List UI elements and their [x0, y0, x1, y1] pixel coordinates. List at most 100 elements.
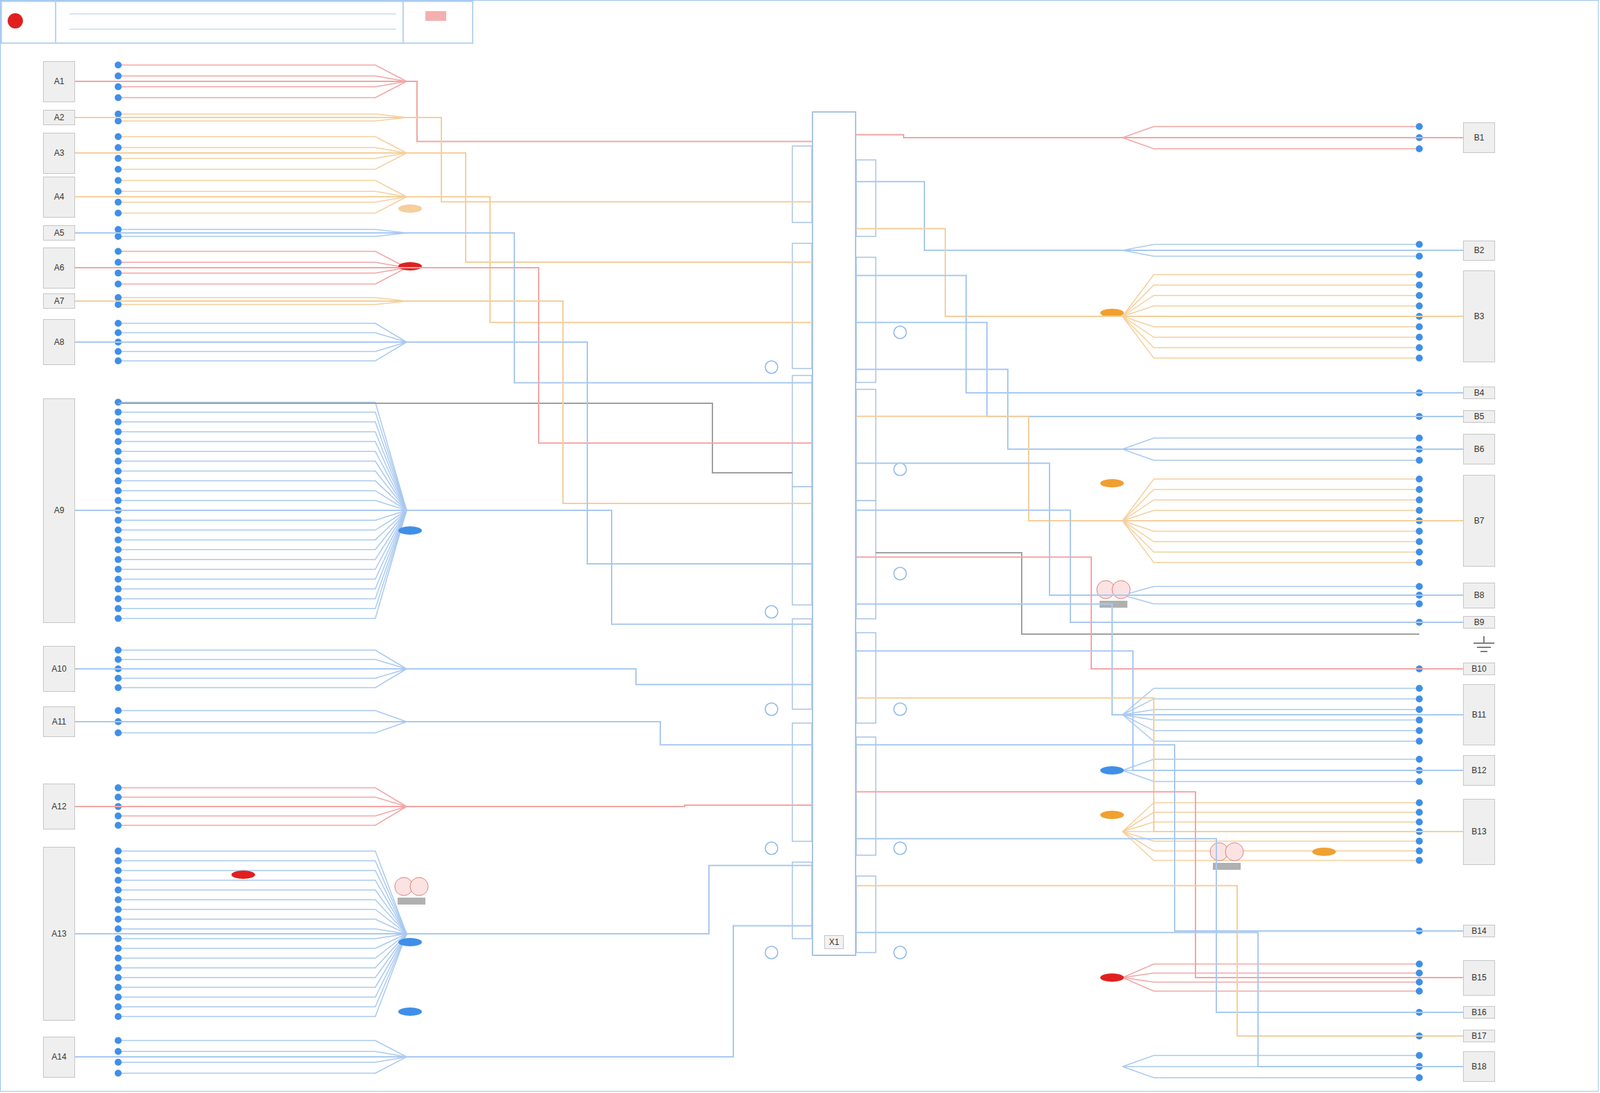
inline-connector — [1225, 842, 1244, 861]
pin-dot — [114, 526, 122, 534]
pin-label: A8 — [43, 319, 76, 365]
pin-dot — [1415, 537, 1423, 545]
pin-dot — [114, 408, 122, 416]
pin-label: B18 — [1463, 1050, 1496, 1082]
splice — [231, 870, 256, 879]
pin-dot — [114, 143, 122, 151]
pin-label: A12 — [43, 783, 76, 830]
pin-dot — [1415, 344, 1423, 351]
wire — [118, 500, 407, 511]
wire — [118, 668, 407, 679]
wire — [118, 510, 407, 540]
pin-label: B9 — [1463, 615, 1496, 629]
pin-dot — [114, 329, 122, 337]
pin-label: B15 — [1463, 959, 1496, 996]
wire-connector — [75, 721, 812, 745]
ground-point — [765, 945, 778, 959]
wire — [1122, 250, 1420, 257]
pin-dot — [114, 934, 122, 942]
pin-dot — [114, 821, 122, 829]
pin-dot — [1415, 333, 1423, 341]
wire — [118, 75, 407, 82]
pin-dot — [114, 784, 122, 791]
wire — [118, 267, 407, 285]
pin-dot — [1415, 987, 1423, 995]
wire — [1122, 977, 1420, 992]
pin-label: B2 — [1463, 240, 1496, 261]
wire — [118, 510, 407, 570]
pin-label: B16 — [1463, 1005, 1496, 1019]
connector-segment — [856, 632, 876, 723]
wire — [118, 81, 407, 99]
pin-code: A14 — [51, 1051, 67, 1062]
header-divider — [402, 1, 404, 44]
wire-connector — [856, 134, 1464, 138]
wire — [118, 787, 407, 807]
splice — [1100, 765, 1124, 775]
pin-code: A1 — [54, 76, 65, 87]
wire — [118, 421, 407, 511]
pin-dot — [114, 248, 122, 256]
wire — [118, 510, 407, 589]
pin-dot — [1415, 558, 1423, 566]
wire — [118, 909, 407, 934]
pin-label: B14 — [1463, 924, 1496, 937]
wire — [118, 1056, 407, 1063]
pin-label: A11 — [43, 706, 76, 737]
pin-dot — [114, 467, 122, 475]
pin-dot — [114, 428, 122, 436]
wire — [1122, 586, 1420, 596]
wire — [1122, 305, 1420, 317]
wire — [118, 933, 407, 939]
wire — [118, 933, 407, 949]
wire — [1122, 698, 1420, 715]
wire — [1122, 594, 1420, 604]
wire — [118, 196, 407, 214]
pin-dot — [114, 477, 122, 485]
wire — [1122, 295, 1420, 317]
wire — [1122, 520, 1420, 532]
pin-dot — [114, 915, 122, 923]
wire — [1122, 714, 1420, 731]
wire — [118, 510, 407, 520]
pin-code: B11 — [1472, 709, 1487, 720]
wire — [1122, 714, 1420, 721]
pin-label: A13 — [43, 846, 76, 1021]
ground-point — [765, 360, 778, 374]
wire — [118, 341, 407, 361]
wire — [118, 441, 407, 511]
pin-dot — [114, 565, 122, 573]
wire-connector — [856, 932, 1464, 1067]
pin-dot — [1415, 291, 1423, 299]
pin-dot — [114, 258, 122, 266]
splice — [1100, 810, 1124, 819]
wire — [118, 510, 407, 599]
wire — [118, 510, 407, 530]
pin-code: B5 — [1474, 411, 1485, 422]
pin-label: A7 — [43, 293, 76, 309]
connector-segment — [792, 618, 812, 709]
wire — [1122, 802, 1420, 832]
pin-dot — [114, 983, 122, 991]
pin-label: A1 — [43, 61, 76, 103]
pin-dot — [114, 117, 122, 125]
wire — [118, 251, 407, 269]
pin-label: A4 — [43, 176, 76, 218]
ground-point — [893, 702, 907, 716]
wire — [118, 412, 407, 511]
wire-connector — [75, 81, 812, 142]
pin-dot — [114, 886, 122, 894]
wire — [118, 267, 407, 274]
pin-dot — [1415, 434, 1423, 442]
wire-connector — [856, 181, 1464, 251]
pin-code: B15 — [1471, 972, 1487, 983]
splice — [398, 204, 422, 213]
wire — [1122, 964, 1420, 978]
pin-dot — [1415, 705, 1423, 713]
wire — [118, 191, 407, 197]
wire — [118, 451, 407, 511]
wire — [1122, 284, 1420, 317]
ground-point — [765, 605, 778, 618]
pin-dot — [1415, 241, 1423, 249]
